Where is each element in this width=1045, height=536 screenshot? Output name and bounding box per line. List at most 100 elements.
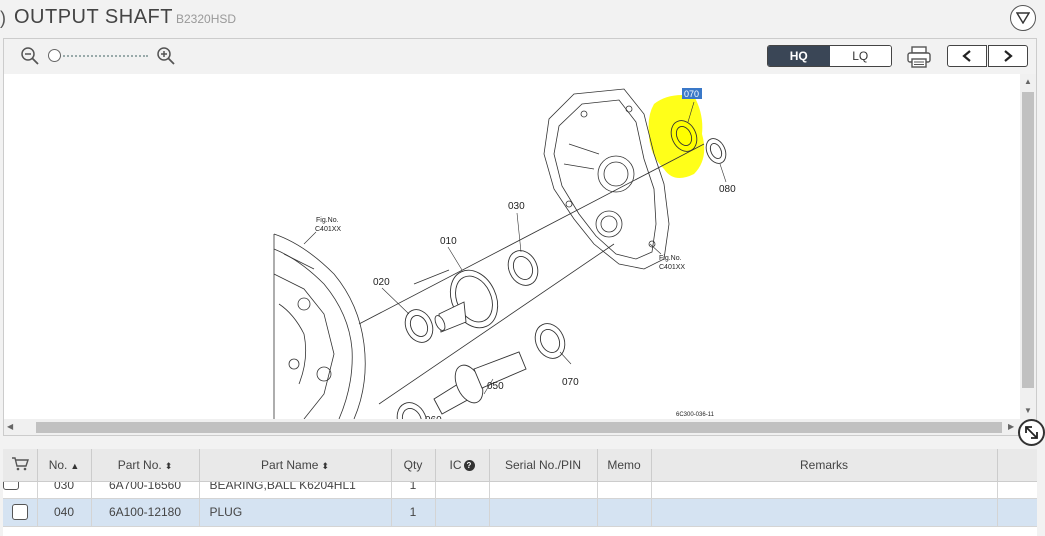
expand-button[interactable] — [1018, 419, 1045, 446]
callout-080[interactable]: 080 — [719, 184, 736, 195]
previous-figure-button[interactable] — [947, 45, 987, 67]
cell-part-no-text[interactable]: 6A700-16560 — [108, 481, 182, 492]
vertical-scroll-thumb[interactable] — [1022, 92, 1034, 388]
cell-serial — [489, 481, 598, 499]
cell-spacer — [997, 481, 1037, 499]
shaft-050-drawing — [433, 351, 527, 415]
callout-050[interactable]: 050 — [487, 381, 504, 392]
column-header-part-no-label: Part No. — [117, 457, 162, 472]
zoom-slider-thumb[interactable] — [48, 49, 61, 62]
quality-toggle: HQ LQ — [767, 45, 892, 67]
diagram-viewer: HQ LQ — [3, 38, 1037, 436]
table-header-row: No.▲ Part No.⬍ Part Name⬍ Qty IC? Serial… — [3, 449, 1037, 482]
figure-navigation — [947, 45, 1028, 67]
callout-020[interactable]: 020 — [373, 277, 390, 288]
cell-qty-text: 1 — [409, 481, 417, 492]
seal-070-drawing — [670, 120, 698, 152]
zoom-slider-track[interactable] — [52, 55, 148, 58]
column-header-no[interactable]: No.▲ — [37, 449, 92, 482]
right-housing-drawing — [543, 88, 670, 270]
column-header-ic-label: IC — [449, 457, 462, 472]
callout-010[interactable]: 010 — [440, 236, 457, 247]
cell-spacer — [997, 498, 1037, 527]
cell-memo — [597, 498, 652, 527]
column-header-part-name-label: Part Name — [261, 457, 319, 472]
fig-ref-right-label: Fig.No. — [659, 255, 682, 262]
cart-column-header[interactable] — [3, 449, 38, 482]
zoom-in-icon[interactable] — [156, 46, 176, 66]
cell-serial — [489, 498, 598, 527]
cell-memo — [597, 481, 652, 499]
page-title: OUTPUT SHAFT — [14, 6, 173, 28]
column-header-qty: Qty — [391, 449, 436, 482]
fig-ref-left-value[interactable]: C401XX — [315, 226, 341, 233]
horizontal-scroll-thumb[interactable] — [36, 422, 1002, 433]
exploded-parts-diagram: 010 020 030 050 060 070 080 070 Fig.No. … — [273, 88, 736, 419]
column-header-serial: Serial No./PIN — [489, 449, 598, 482]
row-checkbox[interactable] — [3, 481, 19, 490]
model-code: B2320HSD — [176, 12, 237, 26]
parts-table: No.▲ Part No.⬍ Part Name⬍ Qty IC? Serial… — [3, 449, 1037, 527]
triangle-down-icon — [1016, 12, 1030, 24]
vertical-scrollbar[interactable]: ▲ ▼ — [1020, 74, 1036, 419]
fig-ref-right-value[interactable]: C401XX — [659, 264, 685, 271]
bearing-020-drawing — [404, 309, 434, 343]
cell-part-no: 6A700-16560 — [91, 481, 200, 499]
scroll-left-arrow-icon[interactable]: ◀ — [7, 422, 14, 431]
parts-table-container: No.▲ Part No.⬍ Part Name⬍ Qty IC? Serial… — [3, 449, 1037, 536]
column-header-ic: IC? — [435, 449, 490, 482]
cell-qty: 1 — [391, 498, 436, 527]
drawing-code: 6C300-036-11 — [676, 412, 715, 418]
column-header-part-no[interactable]: Part No.⬍ — [91, 449, 200, 482]
bearing-070-lower-drawing — [534, 323, 566, 359]
bearing-060-drawing — [396, 402, 428, 419]
cell-part-name: PLUG — [199, 498, 392, 527]
callout-leaders — [303, 101, 727, 395]
column-header-no-label: No. — [48, 457, 68, 472]
scroll-right-arrow-icon[interactable]: ▶ — [1008, 422, 1015, 431]
column-header-remarks: Remarks — [651, 449, 998, 482]
scroll-down-arrow-icon[interactable]: ▼ — [1024, 406, 1032, 415]
row-checkbox[interactable] — [11, 504, 28, 520]
cart-icon — [11, 457, 29, 471]
lq-button[interactable]: LQ — [829, 46, 891, 66]
cell-remarks — [651, 481, 998, 499]
sort-both-icon: ⬍ — [164, 460, 173, 471]
bearing-030-drawing — [507, 250, 539, 286]
back-glyph[interactable]: ) — [0, 8, 6, 28]
callout-070-selected-bg — [682, 88, 702, 99]
column-header-memo: Memo — [597, 449, 652, 482]
sort-both-icon: ⬍ — [321, 460, 329, 471]
gear-010-drawing — [434, 269, 499, 333]
chevron-left-icon — [962, 50, 971, 62]
callout-070-selected[interactable]: 070 — [684, 89, 699, 99]
left-housing-drawing — [273, 233, 366, 419]
viewer-toolbar: HQ LQ — [4, 39, 1036, 74]
hq-button[interactable]: HQ — [768, 46, 830, 66]
cell-no: 030 — [37, 481, 92, 499]
column-header-part-name[interactable]: Part Name⬍ — [199, 449, 392, 482]
diagram-canvas[interactable]: 010 020 030 050 060 070 080 070 Fig.No. … — [4, 74, 1020, 419]
table-row[interactable]: 030 6A700-16560 BEARING,BALL K6204HL1 1 — [3, 481, 1037, 499]
horizontal-scrollbar[interactable]: ◀ ▶ — [4, 419, 1020, 435]
ring-080-drawing — [705, 138, 727, 164]
fig-ref-left-label: Fig.No. — [316, 217, 339, 224]
callout-030[interactable]: 030 — [508, 201, 525, 212]
scroll-up-arrow-icon[interactable]: ▲ — [1024, 77, 1032, 86]
zoom-out-icon[interactable] — [20, 46, 40, 66]
column-header-spacer — [997, 449, 1037, 482]
chevron-right-icon — [1004, 50, 1013, 62]
assembly-lines — [358, 143, 705, 405]
table-row-selected[interactable]: 040 6A100-12180 PLUG 1 — [3, 498, 1037, 527]
callout-070-lower[interactable]: 070 — [562, 377, 579, 388]
cell-part-no[interactable]: 6A100-12180 — [91, 498, 200, 527]
header-bar: ) OUTPUT SHAFT B2320HSD — [0, 0, 1045, 38]
cell-part-name: BEARING,BALL K6204HL1 — [199, 481, 392, 499]
callout-060[interactable]: 060 — [425, 415, 442, 419]
cell-part-name-text: BEARING,BALL K6204HL1 — [209, 481, 356, 492]
collapse-button[interactable] — [1010, 5, 1036, 31]
printer-icon[interactable] — [906, 45, 932, 69]
help-icon[interactable]: ? — [463, 460, 475, 472]
next-figure-button[interactable] — [988, 45, 1028, 67]
